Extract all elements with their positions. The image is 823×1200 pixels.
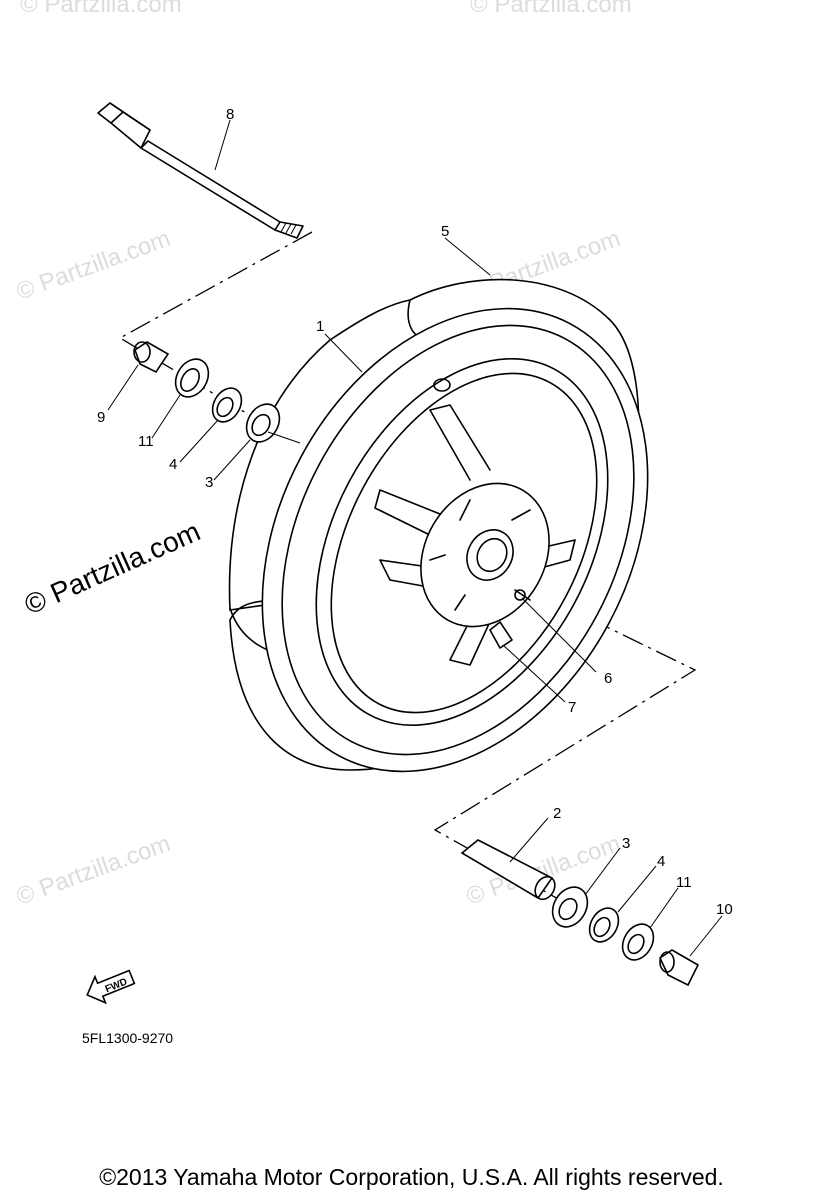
callout-10: 10 [716,901,733,918]
callout-1: 1 [316,318,324,335]
callout-3-right: 3 [622,835,630,852]
oil-seal-part-4 [211,387,243,423]
watermark-upper-left: © Partzilla.com [13,225,174,306]
watermark-lower-left: © Partzilla.com [13,830,174,911]
left-side-parts [133,341,281,443]
callout-6: 6 [604,670,612,687]
callout-11-right: 11 [676,874,692,891]
callout-8: 8 [226,106,234,123]
cover-part-11 [174,358,210,398]
callout-7: 7 [568,699,576,716]
bearing-part-3 [245,403,281,443]
callout-2: 2 [553,805,561,822]
wheel-assembly [228,278,649,773]
fwd-arrow-icon: FWD [86,969,136,1005]
bearing-part-3-right [551,886,589,928]
callout-4-right: 4 [657,853,665,870]
callout-3-left: 3 [205,474,213,491]
copyright-notice: ©2013 Yamaha Motor Corporation, U.S.A. A… [99,1164,724,1190]
oil-seal-part-4-right [588,907,620,943]
callout-11-left: 11 [138,433,154,450]
collar-part-9 [133,341,170,374]
callout-4-left: 4 [169,456,177,473]
watermark-main: © Partzilla.com [20,515,205,620]
spacer-part-2 [460,839,556,901]
callout-5: 5 [441,223,449,240]
collar-part-10 [658,949,700,987]
cover-part-11-right [621,923,655,961]
watermark-top-left: © Partzilla.com [20,0,182,18]
callout-numbers: 8 5 1 9 11 4 3 6 7 2 3 4 11 10 [97,106,733,918]
callout-9: 9 [97,409,105,426]
right-side-parts [460,839,700,987]
diagram-part-code: 5FL1300-9270 [82,1030,174,1046]
leader-lines [107,119,723,957]
axle-part [97,102,304,239]
watermark-top-right: © Partzilla.com [470,0,632,18]
